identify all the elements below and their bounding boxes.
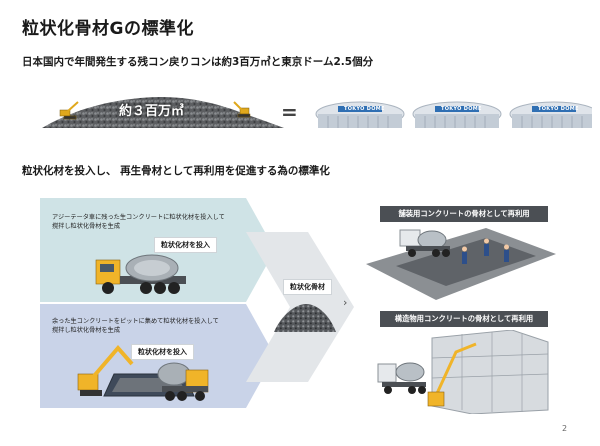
panel-top-tag: 粒状化材を投入	[154, 237, 217, 253]
section-heading: 粒状化材を投入し、 再生骨材として再利用を促進する為の標準化	[22, 165, 330, 177]
aggregate-pile-illustration	[274, 304, 336, 332]
dome-icon	[509, 101, 592, 128]
subtitle: 日本国内で年間発生する残コン戻りコンは約3百万㎥と東京ドーム2.5個分	[22, 56, 374, 68]
chevron-right-icon: ›	[343, 296, 348, 309]
dome-label: TOKYO DOME	[441, 106, 482, 112]
center-tag: 粒状化骨材	[283, 279, 332, 295]
gravel-pile-illustration	[42, 96, 284, 128]
panel-top-description: アジーテータ車に残った生コンクリートに粒状化材を投入して 撹拌し粒状化骨材を生成	[52, 213, 252, 231]
mixer-truck-illustration	[95, 254, 186, 294]
excavator-pit-illustration	[77, 344, 209, 401]
panel-top-text-line1: アジーテータ車に残った生コンクリートに粒状化材を投入して	[52, 214, 225, 221]
dome-label: TOKYO DOME	[344, 106, 385, 112]
dome-icon	[412, 101, 502, 128]
dome-icon	[315, 101, 405, 128]
panel-bottom-text-line1: 余った生コンクリートをピットに集めて粒状化材を投入して	[52, 318, 219, 325]
page-number: 2	[562, 424, 568, 433]
dome-illustration: TOKYO DOME	[508, 96, 592, 130]
structure-construction-illustration	[377, 330, 549, 414]
right-bottom-header: 構造物用コンクリートの骨材として再利用	[380, 311, 548, 327]
dome-illustration: TOKYO DOME	[314, 96, 406, 130]
page-title: 粒状化骨材Gの標準化	[22, 19, 194, 39]
dome-label: TOKYO DOME	[538, 106, 579, 112]
panel-top-text-line2: 撹拌し粒状化骨材を生成	[52, 223, 121, 230]
panel-bottom-tag: 粒状化材を投入	[131, 344, 194, 360]
equals-sign: =	[281, 100, 298, 124]
panel-bottom-description: 余った生コンクリートをピットに集めて粒状化材を投入して 撹拌し粒状化骨材を生成	[52, 317, 252, 335]
paving-illustration	[366, 228, 556, 300]
right-top-header: 舗装用コンクリートの骨材として再利用	[380, 206, 548, 222]
panel-bottom-text-line2: 撹拌し粒状化骨材を生成	[52, 327, 121, 334]
pile-volume-label: 約３百万㎥	[119, 104, 185, 119]
dome-illustration: TOKYO DOME	[411, 96, 503, 130]
